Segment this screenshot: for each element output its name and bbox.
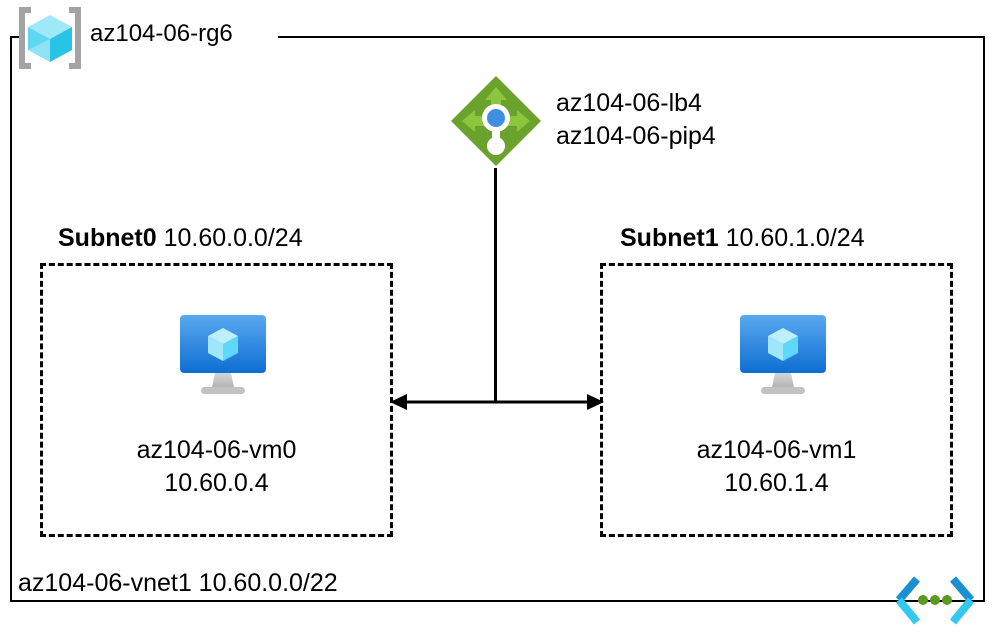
- subnet1-title: Subnet1 10.60.1.0/24: [620, 222, 865, 254]
- virtual-machine-icon: [737, 313, 829, 397]
- public-ip-name: az104-06-pip4: [556, 122, 716, 150]
- resource-group-border-top: [278, 36, 985, 38]
- subnet0-name: Subnet0: [58, 224, 157, 252]
- subnet0-title: Subnet0 10.60.0.0/24: [58, 222, 303, 254]
- resource-group-border-bottom: [10, 600, 985, 602]
- resource-group-label: az104-06-rg6: [90, 20, 233, 47]
- load-balancer-labels: az104-06-lb4 az104-06-pip4: [556, 87, 716, 153]
- virtual-network-icon: [893, 573, 977, 629]
- virtual-machine-icon: [177, 313, 269, 397]
- load-balancer-connector-line: [494, 168, 497, 403]
- resource-group-border-left: [10, 36, 12, 602]
- load-balancer-name: az104-06-lb4: [556, 89, 702, 117]
- subnet0-cidr: 10.60.0.0/24: [163, 224, 303, 252]
- resource-group-border-top-left-stub: [10, 36, 20, 38]
- subnet-link-arrow: [388, 386, 606, 418]
- vm1-name: az104-06-vm1: [696, 436, 857, 464]
- vm0-labels: az104-06-vm0 10.60.0.4: [40, 434, 393, 500]
- vm1-labels: az104-06-vm1 10.60.1.4: [600, 434, 953, 500]
- vnet-label: az104-06-vnet1 10.60.0.0/22: [18, 569, 338, 597]
- vm0-name: az104-06-vm0: [136, 436, 297, 464]
- vm1-ip: 10.60.1.4: [724, 469, 829, 497]
- subnet1-box: [600, 263, 953, 537]
- vm0-ip: 10.60.0.4: [164, 469, 269, 497]
- subnet1-cidr: 10.60.1.0/24: [725, 224, 865, 252]
- resource-group-cube-icon: [17, 6, 83, 70]
- subnet0-box: [40, 263, 393, 537]
- resource-group-border-right: [983, 36, 985, 602]
- subnet1-name: Subnet1: [620, 224, 719, 252]
- load-balancer-icon: [449, 74, 543, 170]
